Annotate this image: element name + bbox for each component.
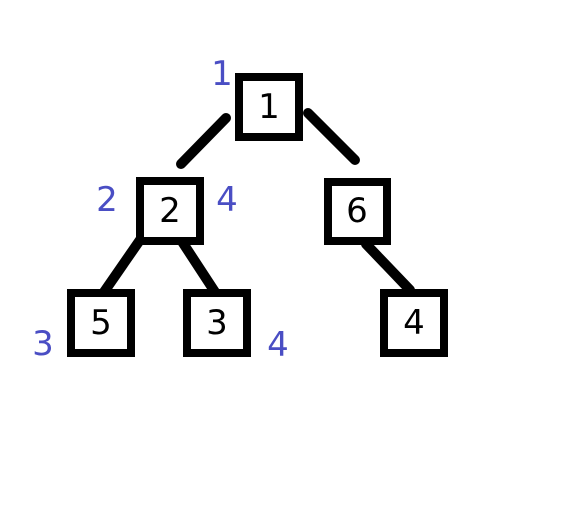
tree-node-1: 1: [235, 73, 303, 141]
edge-6-4: [361, 239, 415, 295]
node-label: 5: [90, 303, 112, 343]
node-label: 4: [403, 303, 425, 343]
tree-node-4: 4: [380, 289, 448, 357]
node-label: 2: [159, 191, 181, 231]
annotation-node-1-left: 1: [211, 54, 233, 94]
tree-node-5: 5: [67, 289, 135, 357]
tree-node-6: 6: [324, 178, 391, 245]
tree-node-2: 2: [136, 177, 204, 245]
edge-1-6: [303, 108, 360, 165]
node-label: 1: [258, 87, 280, 127]
annotation-node-2-left: 2: [96, 180, 118, 220]
edge-1-2: [176, 113, 231, 169]
annotation-node-5-left: 3: [32, 324, 54, 364]
node-label: 6: [346, 191, 368, 231]
tree-node-3: 3: [183, 289, 251, 357]
edge-2-5: [99, 235, 145, 297]
edge-2-3: [176, 235, 220, 297]
annotation-node-3-right: 4: [267, 325, 289, 365]
annotation-node-2-right: 4: [216, 180, 238, 220]
node-label: 3: [206, 303, 228, 343]
